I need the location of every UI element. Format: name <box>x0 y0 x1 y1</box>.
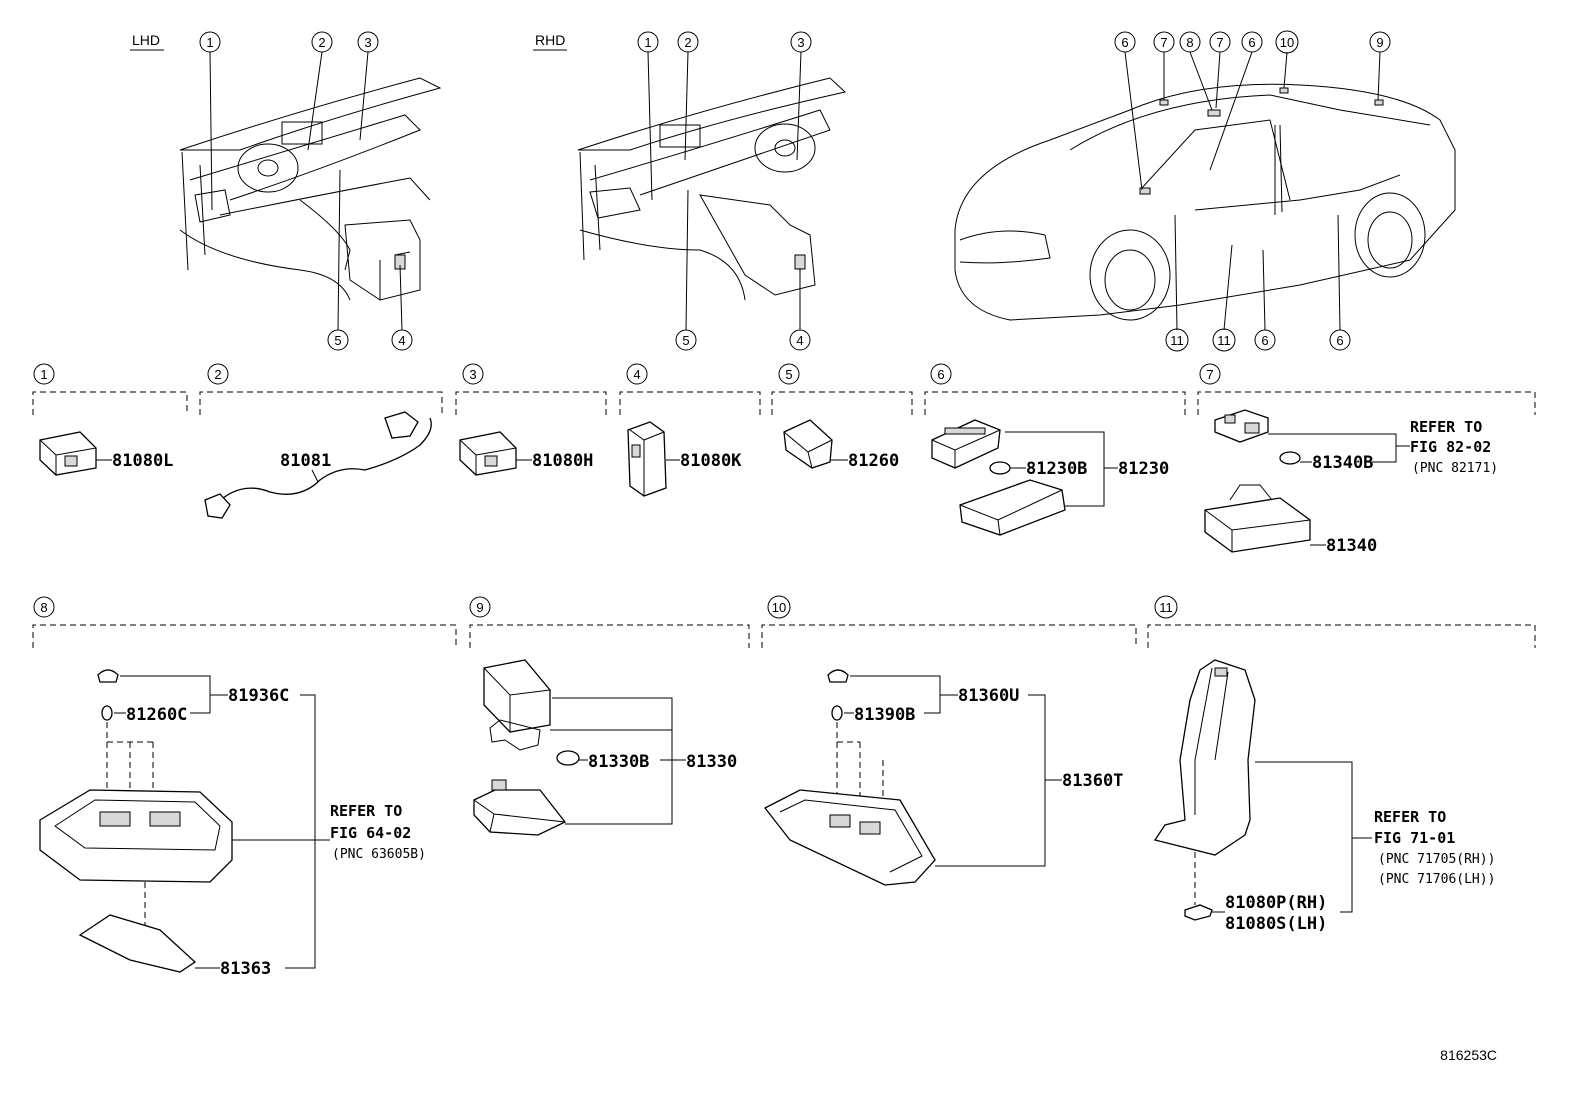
part-81080S: 81080S(LH) <box>1225 914 1327 934</box>
part-81340B: 81340B <box>1312 453 1373 473</box>
ref8-line1: REFER TO <box>330 802 402 820</box>
svg-text:10: 10 <box>1280 35 1294 50</box>
svg-text:1: 1 <box>644 35 651 50</box>
ref11-line1: REFER TO <box>1374 808 1446 826</box>
part-81080K: 81080K <box>680 451 742 471</box>
ref7-line3: (PNC 82171) <box>1412 461 1498 476</box>
svg-text:2: 2 <box>214 367 221 382</box>
part-81390B: 81390B <box>854 705 915 725</box>
rhd-callouts: 1 2 3 5 4 <box>637 31 812 351</box>
rhd-dashboard-view: RHD <box>533 32 847 331</box>
svg-text:9: 9 <box>476 600 483 615</box>
part-81080L: 81080L <box>112 451 173 471</box>
svg-text:3: 3 <box>364 35 371 50</box>
part-81080P: 81080P(RH) <box>1225 893 1327 913</box>
section-2-81081: 81081 <box>204 411 432 519</box>
section-4-81080K: 81080K <box>627 421 742 497</box>
svg-text:6: 6 <box>1248 35 1255 50</box>
svg-text:4: 4 <box>398 333 405 348</box>
svg-text:6: 6 <box>1336 333 1343 348</box>
svg-text:5: 5 <box>785 367 792 382</box>
svg-text:9: 9 <box>1376 35 1383 50</box>
svg-text:7: 7 <box>1216 35 1223 50</box>
svg-text:11: 11 <box>1159 600 1173 615</box>
svg-text:11: 11 <box>1217 333 1231 348</box>
svg-text:6: 6 <box>937 367 944 382</box>
svg-text:4: 4 <box>796 333 803 348</box>
lhd-callouts: 1 2 3 5 4 <box>199 31 413 351</box>
section-5-81260: 81260 <box>783 419 899 471</box>
part-81230: 81230 <box>1118 459 1169 479</box>
ref11-line2: FIG 71-01 <box>1374 829 1455 847</box>
section-10-81360T: 81390B 81360U 81360T <box>764 669 1123 886</box>
rhd-label: RHD <box>535 32 565 48</box>
svg-text:6: 6 <box>1121 35 1128 50</box>
svg-text:4: 4 <box>633 367 640 382</box>
part-81340: 81340 <box>1326 536 1377 556</box>
svg-text:3: 3 <box>469 367 476 382</box>
svg-text:6: 6 <box>1261 333 1268 348</box>
svg-text:11: 11 <box>1170 333 1184 348</box>
part-81330: 81330 <box>686 752 737 772</box>
ref8-line3: (PNC 63605B) <box>332 847 426 862</box>
car-callouts: 6 7 8 7 6 10 9 11 11 6 6 <box>1114 30 1391 352</box>
section-7-81340: 81340B REFER TO FIG 82-02 (PNC 82171) 81… <box>1204 409 1498 556</box>
lhd-dashboard-view: LHD <box>130 32 442 331</box>
svg-text:1: 1 <box>40 367 47 382</box>
svg-text:8: 8 <box>1186 35 1193 50</box>
svg-text:8: 8 <box>40 600 47 615</box>
svg-text:1: 1 <box>206 35 213 50</box>
ref7-line1: REFER TO <box>1410 418 1482 436</box>
car-overview <box>954 51 1456 331</box>
svg-text:2: 2 <box>684 35 691 50</box>
section-9-81330: 81330B 81330 <box>473 659 737 836</box>
part-81330B: 81330B <box>588 752 649 772</box>
section-3-81080H: 81080H <box>459 431 593 476</box>
svg-text:10: 10 <box>772 600 786 615</box>
ref8-line2: FIG 64-02 <box>330 824 411 842</box>
section-11-81080P: REFER TO FIG 71-01 (PNC 71705(RH)) (PNC … <box>1153 659 1495 934</box>
part-81936C: 81936C <box>228 686 289 706</box>
section-6-81230: 81230B 81230 <box>931 419 1169 536</box>
svg-text:7: 7 <box>1160 35 1167 50</box>
part-81230B: 81230B <box>1026 459 1087 479</box>
part-81260: 81260 <box>848 451 899 471</box>
part-81363: 81363 <box>220 959 271 979</box>
ref11-line3: (PNC 71705(RH)) <box>1378 852 1495 867</box>
part-81360T: 81360T <box>1062 771 1123 791</box>
svg-text:5: 5 <box>682 333 689 348</box>
row3-section-headers: 8 9 10 11 <box>32 595 1536 648</box>
ref11-line4: (PNC 71706(LH)) <box>1378 872 1495 887</box>
part-81260C: 81260C <box>126 705 187 725</box>
svg-text:7: 7 <box>1206 367 1213 382</box>
svg-text:2: 2 <box>318 35 325 50</box>
ref7-line2: FIG 82-02 <box>1410 438 1491 456</box>
part-81081: 81081 <box>280 451 331 471</box>
svg-text:5: 5 <box>334 333 341 348</box>
row2-section-headers: 1 2 3 4 5 6 7 <box>32 363 1536 415</box>
part-81080H: 81080H <box>532 451 593 471</box>
section-1-81080L: 81080L <box>39 431 173 476</box>
svg-text:3: 3 <box>797 35 804 50</box>
part-81360U: 81360U <box>958 686 1019 706</box>
section-8-81936C: 81260C 81936C REFER TO FIG 64-02 (PNC 63… <box>39 669 426 979</box>
lhd-label: LHD <box>132 32 160 48</box>
catalog-number: 816253C <box>1440 1047 1497 1063</box>
